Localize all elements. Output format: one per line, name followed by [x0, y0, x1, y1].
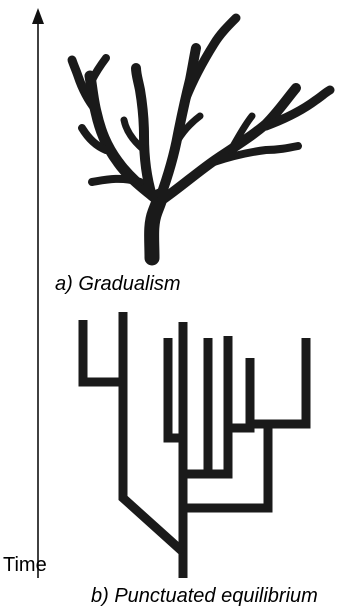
gradualism-branch — [88, 174, 144, 186]
caption-punctuated-equilibrium: b) Punctuated equilibrium — [91, 585, 318, 607]
punctuated-tree — [78, 312, 311, 578]
punctuated-branch — [183, 336, 233, 479]
gradualism-branch — [78, 124, 110, 154]
gradualism-branch — [228, 112, 256, 152]
punctuated-branch — [183, 424, 273, 513]
gradualism-branch — [88, 54, 110, 84]
gradualism-branch — [181, 13, 241, 103]
punctuated-branch — [118, 312, 187, 556]
punctuated-branch — [250, 338, 311, 429]
gradualism-tree — [67, 13, 335, 266]
time-axis — [32, 8, 44, 578]
punctuated-branch — [163, 338, 188, 466]
punctuated-branch — [78, 320, 123, 387]
gradualism-branch — [120, 116, 148, 154]
gradualism-branch — [210, 142, 302, 166]
gradualism-branch — [67, 55, 101, 115]
gradualism-branch — [155, 43, 201, 203]
time-axis-arrowhead — [32, 8, 44, 24]
caption-gradualism: a) Gradualism — [55, 273, 181, 295]
gradualism-branch — [157, 83, 301, 205]
time-axis-label: Time — [3, 554, 47, 576]
gradualism-branch — [261, 85, 335, 131]
gradualism-branch — [174, 112, 204, 144]
gradualism-branch — [131, 63, 157, 201]
